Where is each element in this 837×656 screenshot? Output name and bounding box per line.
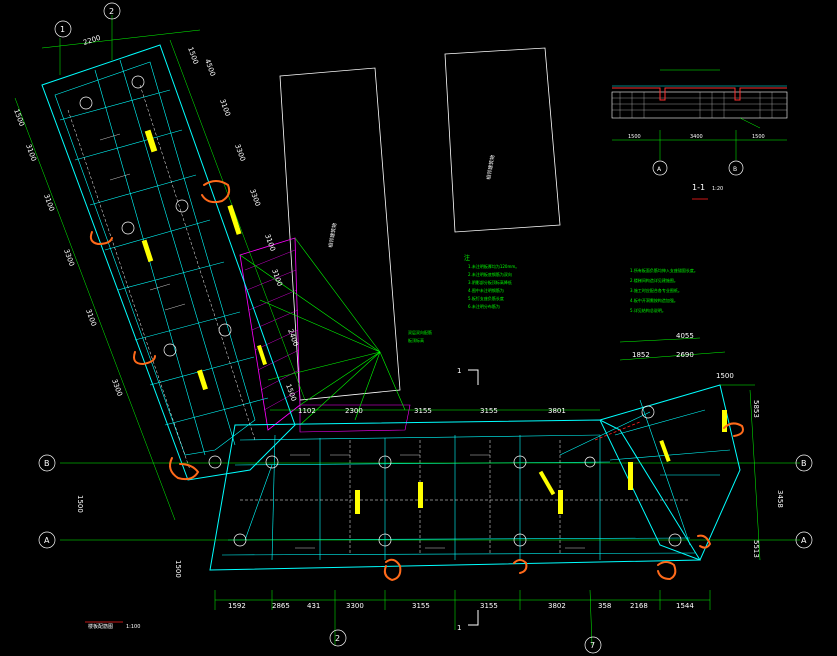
- dim-left-0: 1500: [12, 108, 26, 127]
- dim-right-2: 3300: [233, 143, 247, 162]
- section-dim-0: 1500: [628, 134, 641, 140]
- building-label-right: 相邻建筑物: [485, 154, 496, 180]
- note-4: 4.图中未注明钢筋为: [468, 287, 504, 293]
- grid-label-B-right: B: [801, 459, 807, 468]
- dim-bottom-5: 3155: [480, 602, 498, 610]
- section-cut-marks: [468, 369, 479, 626]
- dim-left-2: 3100: [42, 193, 56, 212]
- rebar-annotation-blocks: [141, 129, 727, 514]
- dim-wing-right-3: 1500: [716, 372, 734, 380]
- plan-scale: 1:100: [126, 624, 140, 630]
- section-detail-1-1: [611, 69, 788, 160]
- dim-wing-top-0: 2200: [82, 34, 101, 47]
- dim-top-3: 3155: [480, 407, 498, 415]
- note-5: 5.板钉支座负筋长度: [468, 295, 504, 301]
- building-label-left: 相邻建筑物: [327, 222, 338, 248]
- dim-left-3: 3300: [62, 248, 76, 267]
- dim-right-3: 3300: [248, 188, 262, 207]
- notes-heading: 注: [464, 254, 470, 262]
- note-right-2: 2.楼梯间构造详见建施图。: [630, 277, 678, 283]
- dim-vert-4: 1500: [174, 560, 182, 578]
- section-dim-2: 1500: [752, 134, 765, 140]
- section-dim-1: 3400: [690, 134, 703, 140]
- adjacent-buildings: [279, 47, 561, 401]
- dim-right-0: 4500: [203, 58, 217, 77]
- dim-top-1: 2300: [345, 407, 363, 415]
- dim-wing-right-0: 4055: [676, 332, 694, 340]
- right-wing-structure: [559, 337, 761, 561]
- left-wing-inner-dimensions: 4500 3100 3300 3300 3100 3100 2400 1500: [203, 58, 300, 402]
- grid-label-2-top: 2: [109, 7, 114, 16]
- rebar-annotation-ticks: [99, 133, 585, 549]
- dim-vert-1: 5513: [752, 540, 760, 558]
- dim-wing-top-1: 1500: [186, 46, 200, 65]
- dim-bottom-4: 3155: [412, 602, 430, 610]
- dim-bottom-7: 358: [598, 602, 611, 610]
- note-right-1: 1.所有板面负筋均伸入支座锚固长度。: [630, 267, 698, 273]
- note-1: 1.未注明板厚均为120mm。: [468, 263, 519, 269]
- main-block-structure: [60, 409, 800, 646]
- dim-left-1: 3100: [24, 143, 38, 162]
- right-wing-dimensions: 4055 1852 2690 1500: [632, 332, 734, 380]
- dim-bottom-1: 2865: [272, 602, 290, 610]
- note-right-5: 5.详见结构总说明。: [630, 307, 666, 313]
- section-grid-label-A: A: [657, 166, 662, 173]
- section-grid-label-B: B: [733, 166, 737, 173]
- note-right-4: 4.板中开洞需按构造加强。: [630, 297, 678, 303]
- grid-label-A-left: A: [44, 536, 50, 545]
- column-nodes: [79, 75, 682, 547]
- left-wing-side-dimensions: 1500 3100 3100 3300 3100 3300: [12, 108, 124, 397]
- bottom-dimensions: 1592 2865 431 3300 3155 3155 3802 358 21…: [228, 602, 694, 610]
- hatch-sublabel: 板顶标高: [408, 337, 424, 343]
- note-right-3: 3.施工时应配合各专业图纸。: [630, 287, 682, 293]
- note-3: 3.阴影部分板顶标高降低: [468, 279, 512, 285]
- design-notes: 注 1.未注明板厚均为120mm。 2.未注明板底钢筋为双向 3.阴影部分板顶标…: [464, 254, 698, 313]
- plan-title: 楼板配筋图: [88, 623, 113, 630]
- left-wing-structure: [14, 15, 306, 521]
- dim-vert-0: 5853: [752, 400, 760, 418]
- grid-bubbles: [38, 2, 813, 654]
- note-2: 2.未注明板底钢筋为双向: [468, 271, 512, 277]
- hatch-label: 双层双向配筋: [408, 329, 432, 335]
- side-vertical-dimensions: 5853 5513 3458 1500 1500: [76, 400, 784, 578]
- dim-bottom-3: 3300: [346, 602, 364, 610]
- grid-label-1-top: 1: [60, 25, 65, 34]
- dim-right-4: 3100: [263, 233, 277, 252]
- grid-label-2-bottom: 2: [335, 634, 340, 643]
- grid-label-B-left: B: [44, 459, 50, 468]
- dim-right-1: 3100: [218, 98, 232, 117]
- dim-vert-2: 3458: [776, 490, 784, 508]
- dim-top-0: 1102: [298, 407, 316, 415]
- dim-bottom-9: 1544: [676, 602, 694, 610]
- dim-top-4: 3801: [548, 407, 566, 415]
- section-scale: 1:20: [712, 186, 723, 192]
- revision-marks: [89, 180, 744, 582]
- red-marks: [85, 198, 708, 623]
- dim-bottom-2: 431: [307, 602, 320, 610]
- dim-wing-right-2: 2690: [676, 351, 694, 359]
- dim-vert-3: 1500: [76, 495, 84, 513]
- grid-label-A-right: A: [801, 536, 807, 545]
- dim-bottom-8: 2168: [630, 602, 648, 610]
- dim-top-2: 3155: [414, 407, 432, 415]
- left-wing-top-dimensions: 2200 1500: [82, 34, 200, 66]
- dim-left-5: 3300: [110, 378, 124, 397]
- section-title: 1-1: [692, 183, 705, 192]
- grid-label-7-bottom: 7: [590, 641, 595, 650]
- note-6: 6.未注明分布筋为: [468, 303, 500, 309]
- top-dimensions: 1102 2300 3155 3155 3801: [298, 407, 566, 415]
- leader-lines: [239, 237, 406, 426]
- hatched-slab-region: [239, 237, 411, 433]
- dim-wing-right-1: 1852: [632, 351, 650, 359]
- section-mark-top: 1: [457, 367, 461, 375]
- dim-right-5: 3100: [270, 268, 284, 287]
- dim-bottom-0: 1592: [228, 602, 246, 610]
- dim-bottom-6: 3802: [548, 602, 566, 610]
- section-mark-bottom: 1: [457, 624, 461, 632]
